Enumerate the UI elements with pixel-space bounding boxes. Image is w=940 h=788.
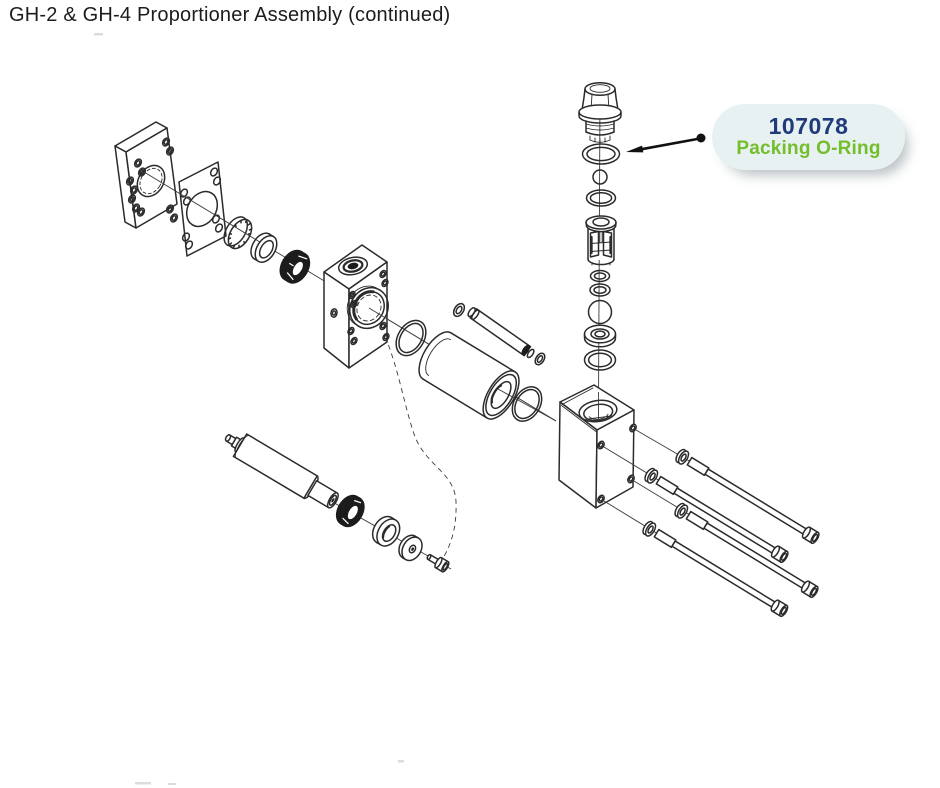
tie-bolt-4 (642, 520, 789, 618)
callout-part-name: Packing O-Ring (736, 138, 881, 160)
manifold-top-bore (578, 399, 618, 423)
scan-artifacts (94, 33, 404, 785)
o-ring-cylinder-end (511, 386, 543, 422)
axis-segment-over-cylinder (497, 388, 557, 422)
pump-face-holes (330, 269, 390, 346)
gasket-plate (178, 161, 227, 257)
rod-bolt (426, 553, 450, 573)
retainer-ring (250, 232, 278, 263)
callout-bubble: 107078 Packing O-Ring (712, 104, 905, 170)
dowel-pin (467, 307, 535, 359)
o-ring-lower (583, 349, 617, 371)
dashed-leader-curve (377, 319, 457, 563)
manifold-block (558, 384, 637, 509)
rod-seal-ring (335, 494, 365, 528)
plate-bolt-holes (125, 137, 179, 223)
valve-cage (585, 215, 617, 266)
gasket-holes (179, 167, 224, 250)
pin-o-ring-left (452, 302, 466, 318)
piston-rod (224, 433, 339, 509)
callout-arrow (626, 133, 706, 153)
check-ball-large (587, 299, 613, 325)
packing-nut (279, 249, 311, 284)
o-ring-small (589, 283, 611, 297)
backup-washer (589, 269, 611, 283)
tie-bolt-1 (675, 448, 820, 545)
manifold-bolt-holes (597, 423, 637, 504)
pump-top-bore (337, 256, 369, 276)
hex-plug (578, 82, 622, 144)
tie-bolt-3 (674, 502, 819, 599)
valve-seat (583, 324, 617, 348)
pump-body-block (323, 244, 390, 369)
page-title: GH-2 & GH-4 Proportioner Assembly (conti… (9, 4, 451, 26)
tie-bolt-2 (644, 467, 789, 564)
mounting-plate (114, 121, 179, 229)
packing-o-ring (581, 143, 621, 165)
rod-washer (398, 534, 423, 562)
o-ring-large (395, 319, 427, 357)
o-ring-upper (585, 189, 617, 207)
arrow-dot (696, 133, 706, 143)
check-ball-small (592, 169, 608, 185)
rod-collar-ring (371, 515, 401, 547)
cylinder-sleeve (418, 331, 520, 420)
seal-ring (223, 216, 253, 250)
pin-o-ring-right (534, 352, 546, 366)
callout-part-number: 107078 (768, 113, 849, 140)
